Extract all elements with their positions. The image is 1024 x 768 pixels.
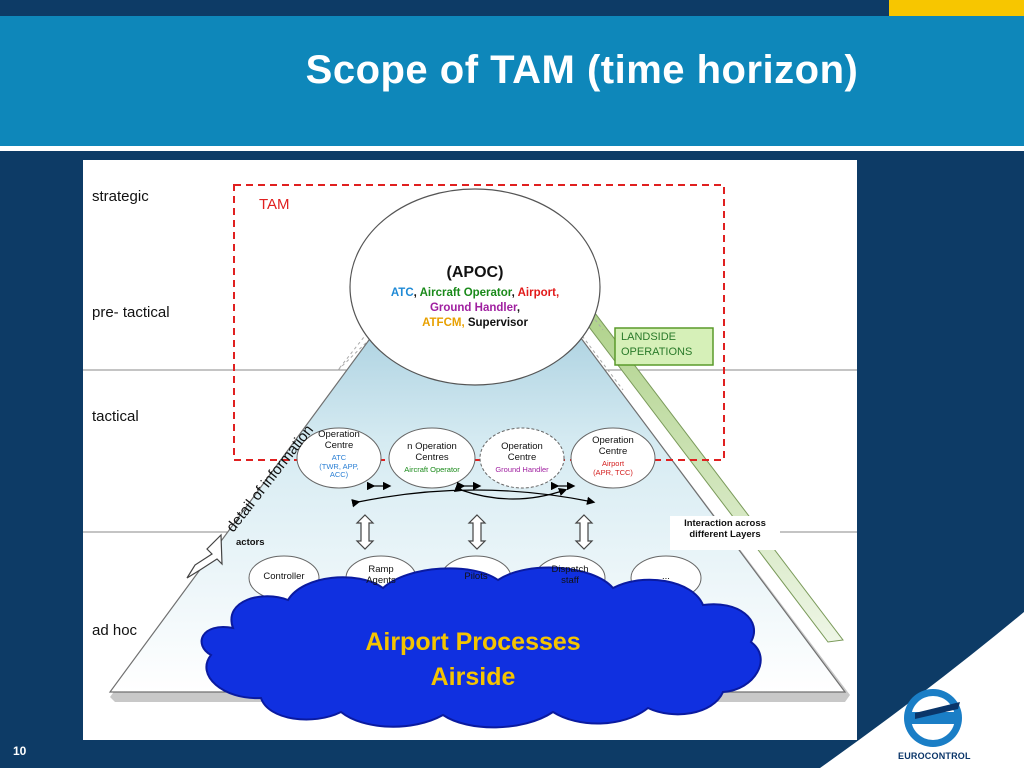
oc-name-line: Centres xyxy=(415,451,449,463)
oc-sub-line: ACC) xyxy=(329,470,349,480)
apoc-aircraft-operator: Aircraft Operator xyxy=(419,287,512,299)
apoc-ellipse xyxy=(349,188,601,386)
oc-name-line: Centre xyxy=(598,445,628,457)
landside-line2: OPERATIONS xyxy=(621,346,693,358)
slide-title: Scope of TAM (time horizon) xyxy=(305,48,859,92)
interaction-box xyxy=(670,516,780,550)
interaction-label-line: Interaction across xyxy=(684,518,766,529)
horizon-strategic: strategic xyxy=(92,188,149,205)
oc-name-line: Operation xyxy=(501,441,543,452)
oc-name-line: Operation xyxy=(318,429,360,440)
oc-sub-line: (APR, TCC) xyxy=(593,467,633,477)
apoc-members-line2: Ground Handler, xyxy=(429,302,521,314)
apoc-supervisor: Supervisor xyxy=(467,317,528,329)
processes-line2: Airside xyxy=(430,663,516,691)
apoc-airport: Airport xyxy=(517,287,556,299)
tam-label: TAM xyxy=(259,196,290,213)
detail-arrow xyxy=(186,533,223,579)
oc-name-line: Centre xyxy=(507,451,537,463)
actors-label: actors xyxy=(236,537,265,548)
interaction-arc-arrow xyxy=(453,484,568,500)
oc-name-line: Operation xyxy=(592,435,634,446)
operation-centre-aircraft-operator xyxy=(388,427,476,489)
actor-more-label: ... xyxy=(662,571,670,582)
apoc-title: (APOC) xyxy=(446,264,504,281)
header-rule xyxy=(0,146,1024,151)
eurocontrol-logo-icon xyxy=(904,689,962,747)
landside-box xyxy=(614,327,714,366)
slide-number: 10 xyxy=(13,744,27,758)
actor-controller-label: Controller xyxy=(263,571,305,582)
oc-airport-sub: Airport(APR, TCC) xyxy=(571,459,655,477)
oc-ground-handler-sub: Ground Handler xyxy=(495,465,549,474)
actor-pilots-label: Pilots xyxy=(464,571,488,582)
apoc-members-line3: ATFCM, Supervisor xyxy=(375,317,575,330)
top-strip xyxy=(0,0,1024,16)
apoc-atfcm: ATFCM, xyxy=(422,317,465,329)
actor-label-line: Dispatch xyxy=(551,564,589,575)
apoc-members-line1: ATC, Aircraft Operator, Airport, xyxy=(390,287,560,299)
diagram-graphics xyxy=(83,184,857,729)
oc-sub-line: ATC xyxy=(331,453,347,462)
layer-arrow xyxy=(355,514,375,550)
diagram-panel: strategic pre- tactical tactical ad hoc … xyxy=(83,160,857,740)
oc-name-line: n Operation xyxy=(407,441,457,452)
horizon-tactical: tactical xyxy=(92,408,139,425)
oc-atc-sub: ATC(TWR, APP,ACC) xyxy=(297,453,381,480)
logo-text: EUROCONTROL xyxy=(898,751,971,761)
accent-bar xyxy=(889,0,1024,16)
apoc-ground-handler: Ground Handler xyxy=(429,302,517,314)
airside-cloud xyxy=(200,566,762,729)
operation-centre-airport xyxy=(570,427,656,489)
horizon-pre-tactical: pre- tactical xyxy=(92,304,170,321)
oc-name-line: Centre xyxy=(324,439,354,451)
layer-arrow xyxy=(574,514,594,550)
landside-line1: LANDSIDE xyxy=(621,331,677,343)
actor-label-line: Ramp xyxy=(368,564,394,575)
apoc-atc: ATC xyxy=(390,287,414,299)
header-band xyxy=(0,16,1024,146)
actor-label-line: staff xyxy=(561,574,579,586)
oc-sub-line: (TWR, APP, xyxy=(319,461,359,471)
oc-aircraft-operator-sub: Aircraft Operator xyxy=(404,465,460,474)
actor-label-line: Agents xyxy=(366,574,396,586)
tam-boundary xyxy=(233,184,725,461)
interaction-label-line: different Layers xyxy=(689,528,761,540)
layer-arrow xyxy=(467,514,487,550)
operation-centre-atc xyxy=(296,427,382,489)
oc-sub-line: Airport xyxy=(601,459,625,468)
horizon-ad-hoc: ad hoc xyxy=(92,622,138,639)
processes-line1: Airport Processes xyxy=(365,628,581,656)
